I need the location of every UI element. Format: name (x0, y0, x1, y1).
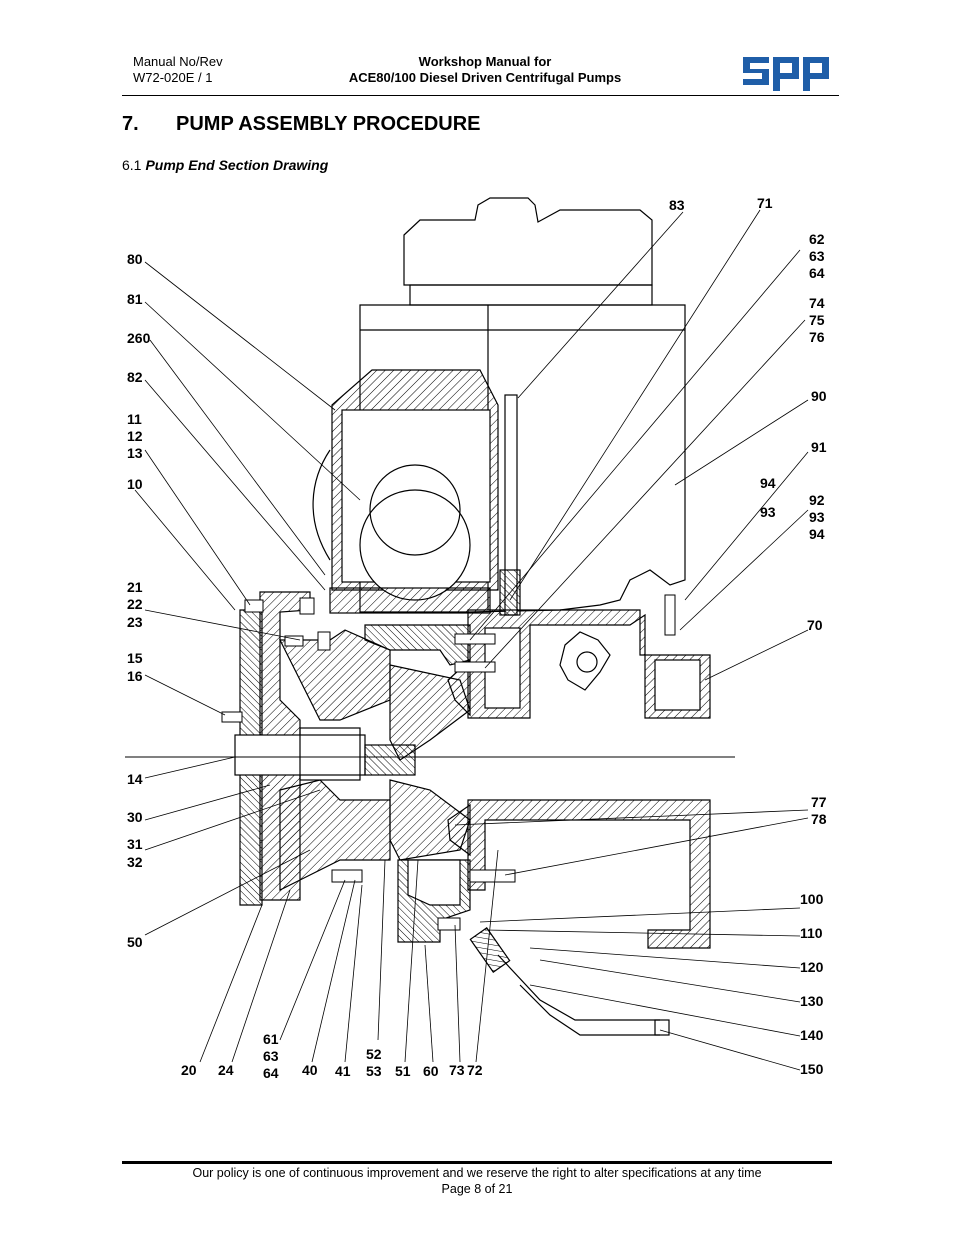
callout-label: 41 (335, 1063, 351, 1079)
footer-rule (122, 1161, 832, 1164)
callout-label: 31 (127, 836, 143, 852)
callout-label: 16 (127, 668, 143, 684)
manual-info: Manual No/Rev W72-020E / 1 (133, 54, 223, 86)
callout-label: 13 (127, 445, 143, 461)
callout-label: 94 (760, 475, 776, 491)
callout-label: 64 (809, 265, 825, 281)
callout-label: 50 (127, 934, 143, 950)
pump-casing (397, 609, 711, 949)
callout-label: 92 (809, 492, 825, 508)
callout-label: 53 (366, 1063, 382, 1079)
callout-label: 100 (800, 891, 824, 907)
callout-label: 52 (366, 1046, 382, 1062)
bolts (221, 594, 676, 931)
callout-label: 40 (302, 1062, 318, 1078)
manual-label: Manual No/Rev (133, 54, 223, 69)
callout-label: 150 (800, 1061, 824, 1077)
section-title: PUMP ASSEMBLY PROCEDURE (176, 113, 481, 135)
callout-label: 90 (811, 388, 827, 404)
callout-label: 72 (467, 1062, 483, 1078)
callout-label: 21 (127, 579, 143, 595)
callout-label: 77 (811, 794, 827, 810)
callout-label: 30 (127, 809, 143, 825)
callout-label: 64 (263, 1065, 279, 1081)
callout-label: 71 (757, 195, 773, 211)
callout-label: 11 (127, 411, 142, 427)
callout-label: 22 (127, 596, 143, 612)
document-title: Workshop Manual for ACE80/100 Diesel Dri… (300, 54, 670, 86)
callout-label: 81 (127, 291, 143, 307)
callout-label: 120 (800, 959, 824, 975)
callout-labels: 83 71 62 63 64 74 75 76 90 91 94 93 92 9… (127, 195, 827, 1081)
footer-policy: Our policy is one of continuous improvem… (192, 1166, 762, 1180)
callout-label: 76 (809, 329, 825, 345)
drain-pipe (469, 927, 670, 1036)
callout-label: 78 (811, 811, 827, 827)
callout-label: 63 (263, 1048, 279, 1064)
callout-label: 10 (127, 476, 143, 492)
subsection-title: Pump End Section Drawing (145, 157, 329, 173)
callout-label: 51 (395, 1063, 411, 1079)
callout-label: 62 (809, 231, 825, 247)
callout-label: 61 (263, 1031, 279, 1047)
callout-label: 73 (449, 1062, 465, 1078)
callout-label: 15 (127, 650, 143, 666)
header-rule (122, 95, 839, 96)
page-number: Page 8 of 21 (441, 1182, 513, 1196)
title-line-2: ACE80/100 Diesel Driven Centrifugal Pump… (348, 70, 622, 85)
callout-label: 20 (181, 1062, 197, 1078)
callout-label: 94 (809, 526, 825, 542)
callout-label: 70 (807, 617, 823, 633)
callout-label: 130 (800, 993, 824, 1009)
spp-logo (743, 57, 829, 91)
callout-label: 63 (809, 248, 825, 264)
section-heading: 7. PUMP ASSEMBLY PROCEDURE (122, 113, 481, 136)
callout-label: 74 (809, 295, 825, 311)
callout-label: 32 (127, 854, 143, 870)
callout-label: 60 (423, 1063, 439, 1079)
flywheel-housing (312, 369, 521, 616)
section-number: 7. (122, 113, 139, 135)
callout-label: 93 (809, 509, 825, 525)
callout-label: 14 (127, 771, 143, 787)
shaft (234, 727, 416, 781)
title-line-1: Workshop Manual for (418, 54, 552, 69)
callout-label: 75 (809, 312, 825, 328)
callout-label: 93 (760, 504, 776, 520)
callout-label: 91 (811, 439, 827, 455)
callout-label: 140 (800, 1027, 824, 1043)
callout-label: 12 (127, 428, 143, 444)
callout-label: 260 (127, 330, 151, 346)
callout-label: 24 (218, 1062, 234, 1078)
callout-label: 82 (127, 369, 143, 385)
leader-lines (134, 209, 809, 1071)
manual-number: W72-020E / 1 (133, 70, 213, 85)
callout-label: 110 (800, 925, 823, 941)
callout-label: 83 (669, 197, 685, 213)
subsection-number: 6.1 (122, 157, 142, 173)
callout-label: 23 (127, 614, 143, 630)
callout-label: 80 (127, 251, 143, 267)
